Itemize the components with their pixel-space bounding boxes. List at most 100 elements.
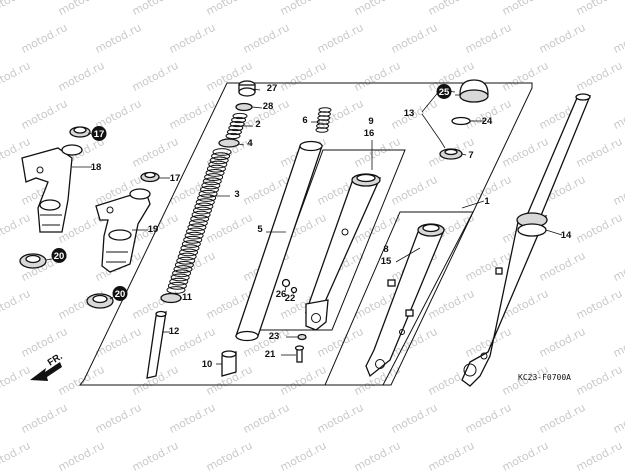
leader-line (109, 296, 114, 300)
spring-coil (173, 265, 193, 274)
callout-28: 28 (263, 101, 274, 112)
spring-coil (316, 123, 330, 129)
fork-pipe-5 (235, 140, 323, 342)
spring-coil (184, 231, 204, 240)
spring-coil (226, 128, 242, 136)
spring-coil (170, 273, 190, 282)
piston-12 (146, 310, 167, 379)
spring-coil (232, 112, 248, 120)
leader-line (421, 113, 446, 149)
spring-coil (180, 244, 200, 253)
spring-coil (208, 160, 228, 169)
spring-coil (192, 206, 212, 215)
oil-seal-7 (439, 148, 463, 160)
spring-coil (197, 194, 217, 202)
callout-5: 5 (257, 224, 263, 235)
bracket-19 (95, 188, 151, 273)
callout-9: 9 (368, 116, 373, 127)
spring-coil (212, 148, 232, 156)
spring-coil (228, 124, 244, 132)
spring-coil (177, 252, 197, 261)
spring-coil (169, 277, 189, 286)
callout-4: 4 (247, 138, 253, 149)
spring-coil (191, 210, 211, 219)
dust-seal-17-b (140, 171, 160, 183)
callout-badge (51, 248, 67, 263)
fork-assembly-14 (461, 93, 592, 387)
washer-23 (297, 333, 307, 341)
spring-coil (315, 127, 329, 133)
spring-coil (194, 202, 214, 211)
bracket-18 (21, 144, 83, 233)
spring-coil (318, 107, 332, 113)
callout-23: 23 (269, 331, 280, 342)
cap-25 (459, 79, 489, 103)
spring-coil (187, 223, 207, 232)
spring-coil (176, 256, 196, 265)
leader-line (461, 200, 485, 209)
stopper-10 (221, 350, 237, 377)
spring-coil (186, 227, 206, 236)
leader-line (251, 106, 263, 109)
leader-line (237, 143, 245, 146)
leader-line (45, 258, 53, 261)
spring-coil (317, 115, 331, 121)
callout-17a: 17 (94, 129, 105, 140)
callout-8: 8 (383, 244, 388, 255)
spring-coil (202, 177, 222, 186)
assembly-frame (78, 82, 533, 386)
callout-18: 18 (91, 162, 102, 173)
spring-coil (183, 235, 203, 244)
dust-seal-17-top (69, 126, 91, 138)
spring-coil (181, 240, 201, 248)
spring-coil (231, 116, 247, 124)
spring-coil (211, 152, 231, 161)
spring-coil (190, 214, 210, 223)
spring-coil (204, 173, 224, 182)
spring-coil (174, 260, 194, 269)
spring-coil (172, 269, 192, 278)
spring-coil (195, 198, 215, 207)
callout-badge (91, 126, 107, 141)
spring-coil (317, 111, 331, 117)
spring-coil (198, 189, 218, 198)
grommet-20-a (19, 253, 47, 269)
leader-line (461, 153, 467, 156)
callout-7: 7 (468, 150, 473, 161)
spring-coil (179, 248, 199, 257)
fork-slider-9-16 (304, 173, 382, 331)
callout-13: 13 (404, 108, 415, 119)
leader-line (395, 247, 421, 263)
washer-4 (218, 138, 240, 148)
bolt-21 (294, 345, 305, 363)
callout-20b: 20 (115, 289, 126, 300)
o-ring-28 (235, 102, 253, 112)
leader-line (545, 229, 563, 236)
spring-coil (209, 156, 229, 165)
callout-6: 6 (302, 115, 307, 126)
leader-line (87, 132, 93, 135)
callout-20a: 20 (54, 251, 65, 262)
spring-seat-11 (160, 292, 182, 304)
spring-coil (188, 219, 208, 228)
spring-coil (225, 132, 241, 140)
spring-6 (315, 107, 332, 133)
fork-cap-27 (238, 80, 256, 97)
leader-lines (45, 88, 563, 365)
spring-2 (225, 112, 248, 140)
callout-12: 12 (169, 326, 180, 337)
callout-26: 26 (276, 289, 287, 300)
spring-coil (205, 168, 225, 177)
callout-19: 19 (148, 224, 159, 235)
circlip-24 (451, 116, 471, 126)
callout-16: 16 (364, 128, 375, 139)
spring-coil (206, 164, 226, 173)
callout-22: 22 (285, 293, 296, 304)
callout-badge (436, 84, 452, 99)
callout-3: 3 (234, 189, 239, 200)
callout-17b: 17 (170, 173, 181, 184)
callout-25: 25 (439, 87, 450, 98)
